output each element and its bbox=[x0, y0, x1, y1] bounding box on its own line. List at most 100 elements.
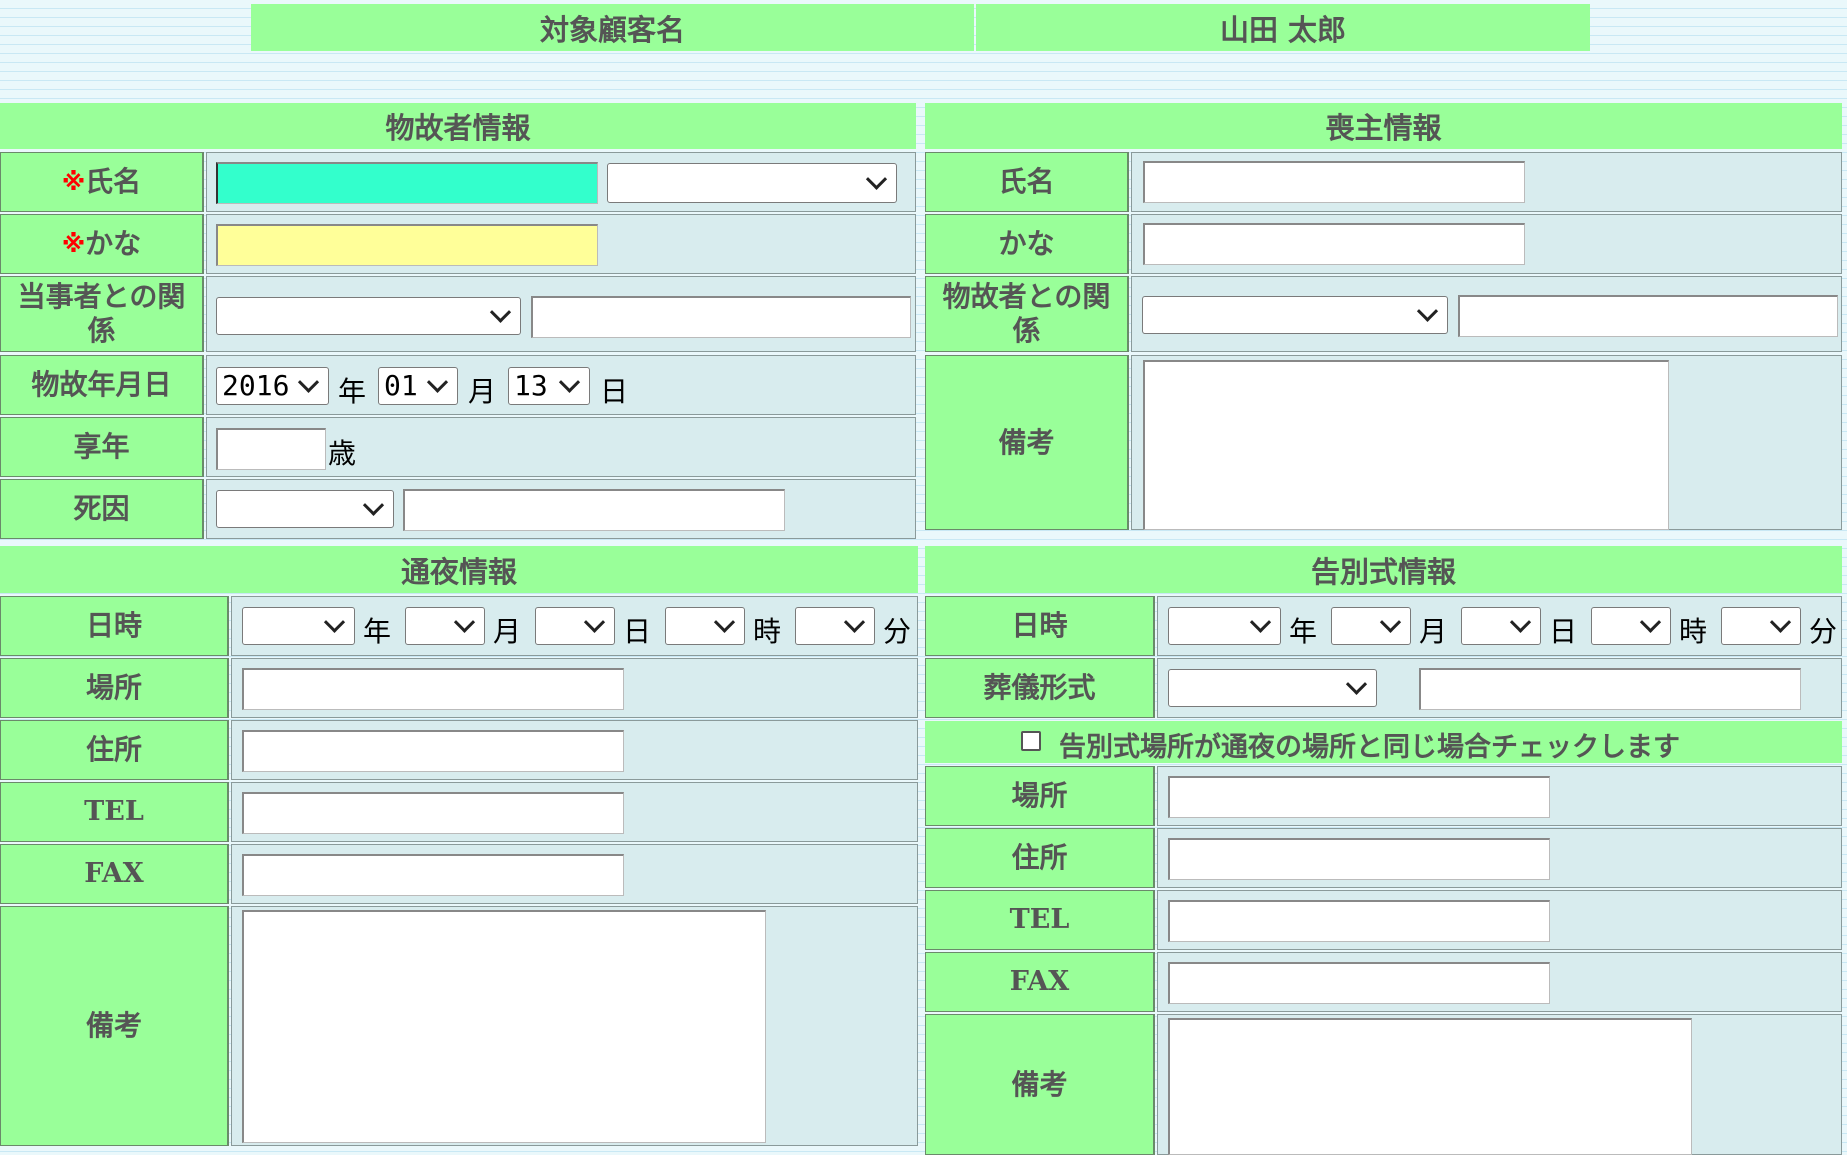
funeral-place-input[interactable] bbox=[1168, 776, 1550, 818]
mourner-section-header: 喪主情報 bbox=[925, 103, 1842, 149]
funeral-hour-select[interactable] bbox=[1591, 607, 1671, 645]
wake-place-label: 場所 bbox=[0, 658, 229, 718]
chevron-down-icon bbox=[583, 611, 606, 633]
funeral-tel-input[interactable] bbox=[1168, 900, 1550, 942]
customer-name: 山田 太郎 bbox=[976, 4, 1590, 51]
chevron-down-icon bbox=[453, 611, 476, 633]
deceased-date-label: 物故年月日 bbox=[0, 355, 204, 415]
wake-place-input[interactable] bbox=[242, 668, 624, 710]
wake-hour-select[interactable] bbox=[665, 607, 745, 645]
chevron-down-icon bbox=[1639, 611, 1662, 633]
mourner-notes-label: 備考 bbox=[925, 355, 1129, 530]
chevron-down-icon bbox=[558, 371, 581, 393]
deceased-cause-select[interactable] bbox=[216, 490, 394, 528]
funeral-address-input[interactable] bbox=[1168, 838, 1550, 880]
hour-unit: 時 bbox=[1679, 615, 1708, 648]
deceased-name-label: ※氏名 bbox=[0, 152, 204, 212]
deceased-relation-label: 当事者との関係 bbox=[0, 276, 204, 352]
deceased-name-suffix-select[interactable] bbox=[607, 163, 897, 203]
funeral-minute-select[interactable] bbox=[1721, 607, 1801, 645]
month-unit: 月 bbox=[468, 375, 497, 408]
deceased-cause-label: 死因 bbox=[0, 479, 204, 539]
mourner-relation-input[interactable] bbox=[1458, 295, 1838, 337]
chevron-down-icon bbox=[297, 371, 320, 393]
wake-year-select[interactable] bbox=[242, 607, 355, 645]
deceased-section-header: 物故者情報 bbox=[0, 103, 916, 149]
chevron-down-icon bbox=[426, 371, 449, 393]
chevron-down-icon bbox=[489, 301, 512, 323]
wake-address-label: 住所 bbox=[0, 720, 229, 780]
funeral-fax-label: FAX bbox=[925, 952, 1155, 1012]
mourner-relation-select[interactable] bbox=[1142, 296, 1448, 334]
wake-tel-input[interactable] bbox=[242, 792, 624, 834]
funeral-notes-label: 備考 bbox=[925, 1014, 1155, 1155]
funeral-section-header: 告別式情報 bbox=[925, 546, 1842, 593]
wake-section-header: 通夜情報 bbox=[0, 546, 918, 593]
funeral-year-select[interactable] bbox=[1168, 607, 1281, 645]
chevron-down-icon bbox=[1769, 611, 1792, 633]
day-unit: 日 bbox=[600, 375, 629, 408]
deceased-relation-select[interactable] bbox=[216, 297, 521, 335]
wake-day-select[interactable] bbox=[535, 607, 615, 645]
chevron-down-icon bbox=[1379, 611, 1402, 633]
chevron-down-icon bbox=[1249, 611, 1272, 633]
deceased-age-label: 享年 bbox=[0, 417, 204, 477]
deceased-age-input[interactable] bbox=[216, 428, 326, 470]
year-unit: 年 bbox=[338, 375, 367, 408]
deceased-kana-input[interactable] bbox=[216, 224, 598, 266]
day-unit: 日 bbox=[623, 615, 652, 648]
age-unit: 歳 bbox=[328, 437, 357, 470]
funeral-tel-label: TEL bbox=[925, 890, 1155, 950]
funeral-place-label: 場所 bbox=[925, 766, 1155, 826]
deceased-day-select[interactable]: 13 bbox=[508, 367, 590, 405]
year-unit: 年 bbox=[1289, 615, 1318, 648]
mourner-kana-input[interactable] bbox=[1143, 223, 1525, 265]
funeral-day-select[interactable] bbox=[1461, 607, 1541, 645]
funeral-style-label: 葬儀形式 bbox=[925, 658, 1155, 718]
wake-notes-textarea[interactable] bbox=[242, 910, 766, 1143]
month-unit: 月 bbox=[493, 615, 522, 648]
wake-notes-label: 備考 bbox=[0, 906, 229, 1146]
hour-unit: 時 bbox=[753, 615, 782, 648]
funeral-fax-input[interactable] bbox=[1168, 962, 1550, 1004]
funeral-same-place-checkbox[interactable] bbox=[1021, 731, 1041, 751]
chevron-down-icon bbox=[323, 611, 346, 633]
customer-label: 対象顧客名 bbox=[251, 4, 974, 51]
funeral-same-place-row bbox=[925, 721, 1842, 763]
minute-unit: 分 bbox=[1809, 615, 1838, 648]
month-unit: 月 bbox=[1419, 615, 1448, 648]
funeral-address-label: 住所 bbox=[925, 828, 1155, 888]
wake-datetime-label: 日時 bbox=[0, 596, 229, 656]
mourner-notes-textarea[interactable] bbox=[1143, 360, 1669, 530]
mourner-name-label: 氏名 bbox=[925, 152, 1129, 212]
deceased-name-input[interactable] bbox=[216, 162, 598, 204]
chevron-down-icon bbox=[1345, 673, 1368, 695]
chevron-down-icon bbox=[362, 494, 385, 516]
wake-tel-label: TEL bbox=[0, 782, 229, 842]
day-unit: 日 bbox=[1549, 615, 1578, 648]
funeral-style-input[interactable] bbox=[1419, 668, 1801, 710]
mourner-relation-label: 物故者との関係 bbox=[925, 276, 1129, 352]
wake-month-select[interactable] bbox=[405, 607, 485, 645]
year-unit: 年 bbox=[363, 615, 392, 648]
deceased-cause-input[interactable] bbox=[403, 489, 785, 531]
wake-minute-select[interactable] bbox=[795, 607, 875, 645]
funeral-style-select[interactable] bbox=[1168, 669, 1377, 707]
deceased-kana-label: ※かな bbox=[0, 214, 204, 274]
wake-address-input[interactable] bbox=[242, 730, 624, 772]
chevron-down-icon bbox=[1416, 300, 1439, 322]
funeral-month-select[interactable] bbox=[1331, 607, 1411, 645]
funeral-notes-textarea[interactable] bbox=[1168, 1018, 1692, 1155]
chevron-down-icon bbox=[843, 611, 866, 633]
deceased-relation-input[interactable] bbox=[531, 296, 911, 338]
mourner-name-input[interactable] bbox=[1143, 161, 1525, 203]
chevron-down-icon bbox=[713, 611, 736, 633]
wake-fax-input[interactable] bbox=[242, 854, 624, 896]
deceased-month-select[interactable]: 01 bbox=[378, 367, 458, 405]
minute-unit: 分 bbox=[883, 615, 912, 648]
funeral-same-place-label: 告別式場所が通夜の場所と同じ場合チェックします bbox=[1059, 732, 1680, 763]
funeral-datetime-label: 日時 bbox=[925, 596, 1155, 656]
deceased-year-select[interactable]: 2016 bbox=[216, 367, 329, 405]
chevron-down-icon bbox=[865, 168, 888, 190]
mourner-kana-label: かな bbox=[925, 214, 1129, 274]
